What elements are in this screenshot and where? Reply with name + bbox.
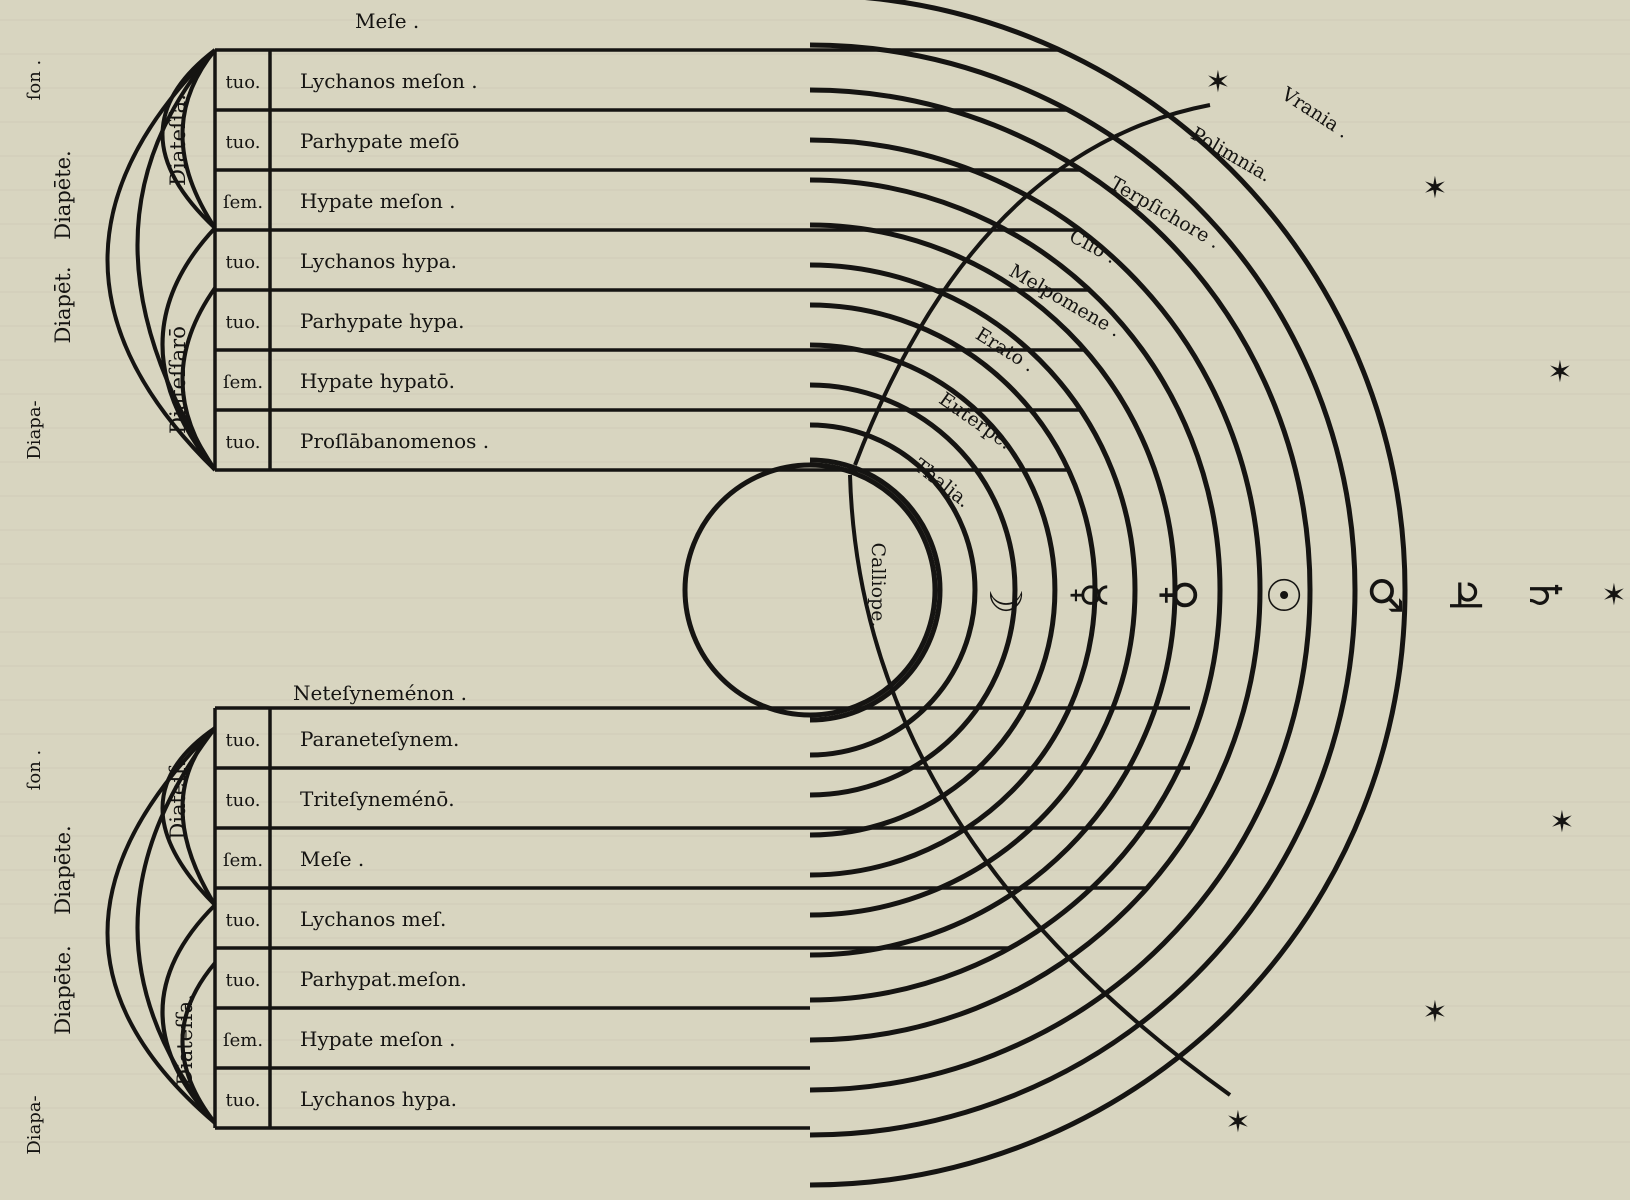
celestial-spheres <box>682 0 1408 1188</box>
upper-scale-arc <box>853 103 1211 466</box>
lower-diatessa-label: Diateſſa. <box>173 994 197 1086</box>
sphere-ring <box>809 422 978 758</box>
note-label: Paraneteſynem. <box>300 727 459 751</box>
planet-symbols: ☽ ☿ ♀ ☉ ♂ ♃ ♄ <box>979 575 1570 614</box>
lower-diapete-1-label: Diapēte. <box>51 825 75 915</box>
note-label: Meſe . <box>300 847 364 871</box>
note-label: Parhypat.meſon. <box>300 967 467 991</box>
note-label: Hypate meſon . <box>300 189 456 213</box>
upper-title: Meſe . <box>355 9 419 33</box>
lower-scale-table: Neteſyneménon . tuo. Paraneteſynem. tuo. Tr… <box>24 681 1190 1155</box>
step-label: tuo. <box>225 730 260 751</box>
step-label: ſem. <box>223 850 263 871</box>
upper-diatessa-label: Diateſſa. <box>166 94 190 186</box>
sun-icon: ☉ <box>1257 575 1308 614</box>
note-label: Hypate hypatō. <box>300 369 455 393</box>
lower-scale-arc <box>848 474 1232 1097</box>
step-label: ſem. <box>223 372 263 393</box>
upper-interval-brackets <box>105 48 217 472</box>
star-icon: ✶ <box>1205 65 1230 100</box>
star-icon: ✶ <box>1549 805 1574 840</box>
saturn-icon: ♄ <box>1519 575 1570 614</box>
step-label: tuo. <box>225 910 260 931</box>
note-label: Proſlābanomenos . <box>300 429 489 453</box>
step-label: tuo. <box>225 132 260 153</box>
star-icon: ✶ <box>1547 355 1572 390</box>
moon-icon: ☽ <box>979 575 1030 614</box>
earth-circle <box>682 462 938 718</box>
sphere-ring <box>809 0 1408 1188</box>
step-label: ſem. <box>223 1030 263 1051</box>
lower-son-label: ſon . <box>24 750 45 791</box>
note-label: Parhypate hypa. <box>300 309 464 333</box>
star-icon: ✶ <box>1225 1105 1250 1140</box>
stars: ✶ ✶ ✶ ✶ ✶ ✶ ✶ <box>1205 65 1626 1140</box>
note-label: Lychanos hypa. <box>300 1087 457 1111</box>
star-icon: ✶ <box>1422 995 1447 1030</box>
note-label: Parhypate meſō <box>300 129 459 153</box>
star-icon: ✶ <box>1601 578 1626 613</box>
step-label: tuo. <box>225 970 260 991</box>
muse-calliope: Calliope. <box>867 543 889 628</box>
step-label: ſem. <box>223 192 263 213</box>
upper-diapa-label: Diapa- <box>24 400 45 459</box>
upper-diapet-label: Diapēt. <box>51 266 75 343</box>
sphere-ring <box>809 302 1098 878</box>
venus-icon: ♀ <box>1154 579 1205 611</box>
sphere-ring <box>809 457 943 723</box>
step-label: tuo. <box>225 72 260 93</box>
sphere-ring <box>809 137 1263 1043</box>
lower-diapete-2-label: Diapēte. <box>51 945 75 1035</box>
sphere-ring <box>809 42 1358 1138</box>
note-label: Hypate meſon . <box>300 1027 456 1051</box>
star-icon: ✶ <box>1422 171 1447 206</box>
upper-scale-table: Meſe . tuo. Lychanos meſon . tuo. Parhypate… <box>24 9 1090 472</box>
step-label: tuo. <box>225 252 260 273</box>
mercury-icon: ☿ <box>1064 581 1115 608</box>
sphere-ring <box>809 342 1058 838</box>
upper-diapete-label: Diapēte. <box>51 150 75 240</box>
note-label: Lychanos meſon . <box>300 69 478 93</box>
upper-son-label: ſon . <box>24 60 45 101</box>
note-label: Triteſyneménō. <box>300 787 455 811</box>
scale-arcs <box>848 103 1232 1097</box>
mars-icon: ♂ <box>1359 575 1410 614</box>
lower-diapa-label: Diapa- <box>24 1095 45 1154</box>
lower-title: Neteſyneménon . <box>293 681 467 705</box>
note-label: Lychanos hypa. <box>300 249 457 273</box>
jupiter-icon: ♃ <box>1439 575 1490 614</box>
sphere-ring <box>809 222 1178 958</box>
step-label: tuo. <box>225 1090 260 1111</box>
step-label: tuo. <box>225 312 260 333</box>
sphere-ring <box>809 87 1313 1093</box>
step-label: tuo. <box>225 790 260 811</box>
sphere-ring <box>809 262 1138 918</box>
note-label: Lychanos meſ. <box>300 907 446 931</box>
step-label: tuo. <box>225 432 260 453</box>
upper-diatessaro-label: Diateſſarō <box>166 326 190 434</box>
lower-diatess-label: Diateſſ. <box>166 760 190 839</box>
lower-interval-brackets <box>105 726 217 1125</box>
